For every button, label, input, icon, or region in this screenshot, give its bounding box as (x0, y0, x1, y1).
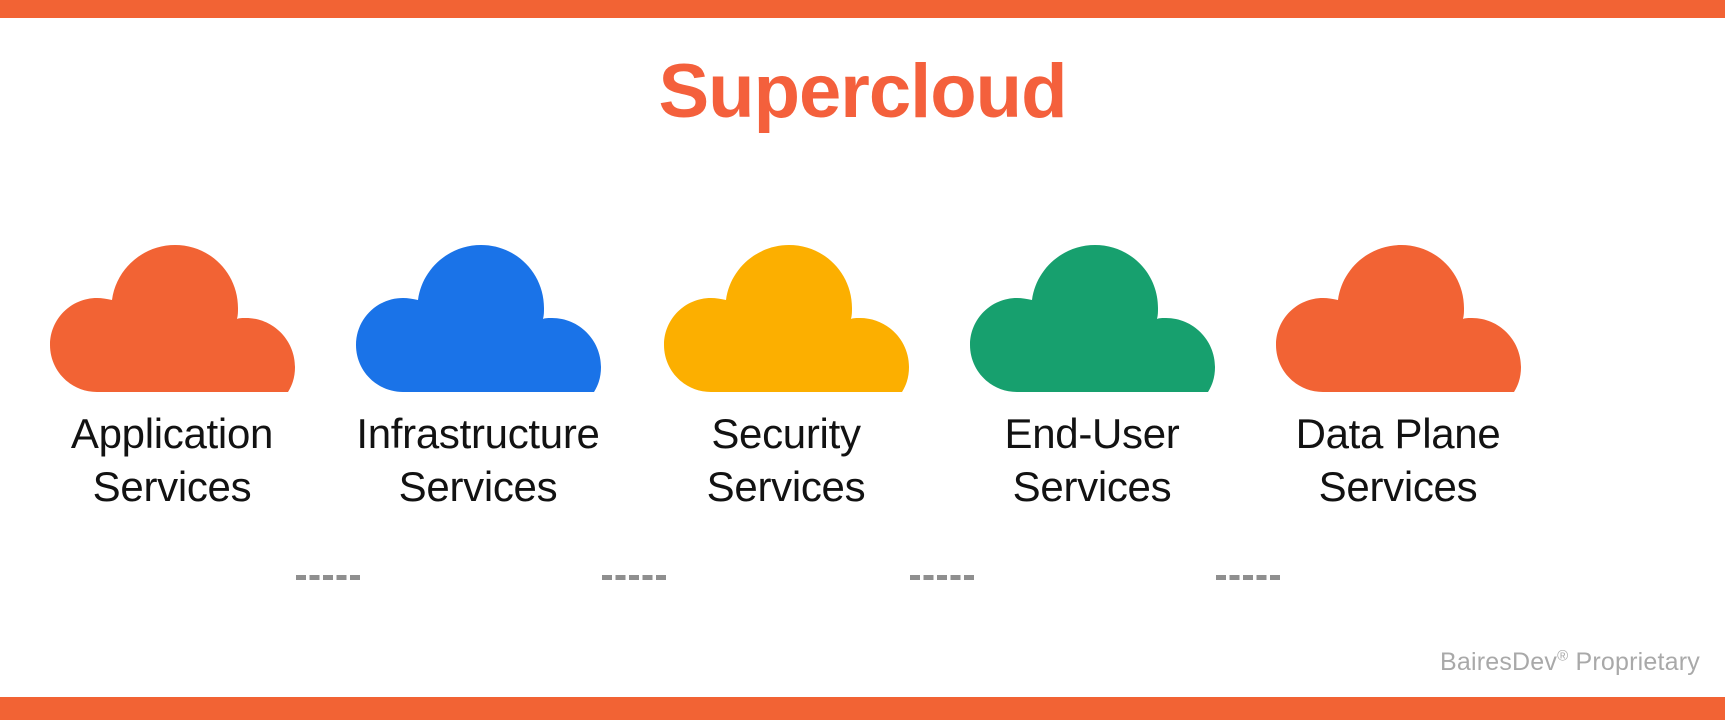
attribution-suffix: Proprietary (1568, 648, 1700, 676)
cloud-node-application-services[interactable] (50, 222, 295, 392)
connector-4 (1216, 575, 1280, 580)
label-line-secondary: Services (92, 462, 252, 510)
label-line-primary: End-User (1004, 410, 1180, 457)
page-title: Supercloud (658, 49, 1067, 134)
label-data-plane-services: Data Plane Services (1233, 408, 1563, 513)
cloud-diagram (0, 222, 1725, 580)
label-line-primary: Data Plane (1295, 410, 1501, 457)
cloud-node-infrastructure-services[interactable] (356, 222, 601, 392)
cloud-icon (50, 245, 295, 392)
label-line-secondary: Services (398, 462, 558, 510)
label-security-services: Security Services (621, 408, 951, 513)
label-infrastructure-services: Infrastructure Services (313, 408, 643, 513)
registered-mark-icon: ® (1557, 647, 1569, 665)
label-line-secondary: Services (1318, 462, 1478, 510)
cloud-icon (1276, 245, 1521, 392)
top-accent-bar (0, 0, 1725, 18)
label-end-user-services: End-User Services (927, 408, 1257, 513)
cloud-labels: Application Services Infrastructure Serv… (0, 408, 1725, 528)
attribution-text: BairesDev® Proprietary (1440, 648, 1700, 677)
label-application-services: Application Services (7, 408, 337, 513)
label-line-primary: Infrastructure (356, 410, 600, 457)
connector-3 (910, 575, 974, 580)
connector-2 (602, 575, 666, 580)
cloud-node-data-plane-services[interactable] (1276, 222, 1521, 392)
cloud-icon (356, 245, 601, 392)
attribution-brand: BairesDev (1439, 648, 1558, 676)
label-line-primary: Application (70, 410, 274, 457)
label-line-secondary: Services (706, 462, 866, 510)
label-line-secondary: Services (1012, 462, 1172, 510)
cloud-icon (664, 245, 909, 392)
cloud-node-end-user-services[interactable] (970, 222, 1215, 392)
label-line-primary: Security (711, 410, 861, 457)
cloud-icon (970, 245, 1215, 392)
cloud-node-security-services[interactable] (664, 222, 909, 392)
connector-1 (296, 575, 360, 580)
bottom-accent-bar (0, 697, 1725, 720)
